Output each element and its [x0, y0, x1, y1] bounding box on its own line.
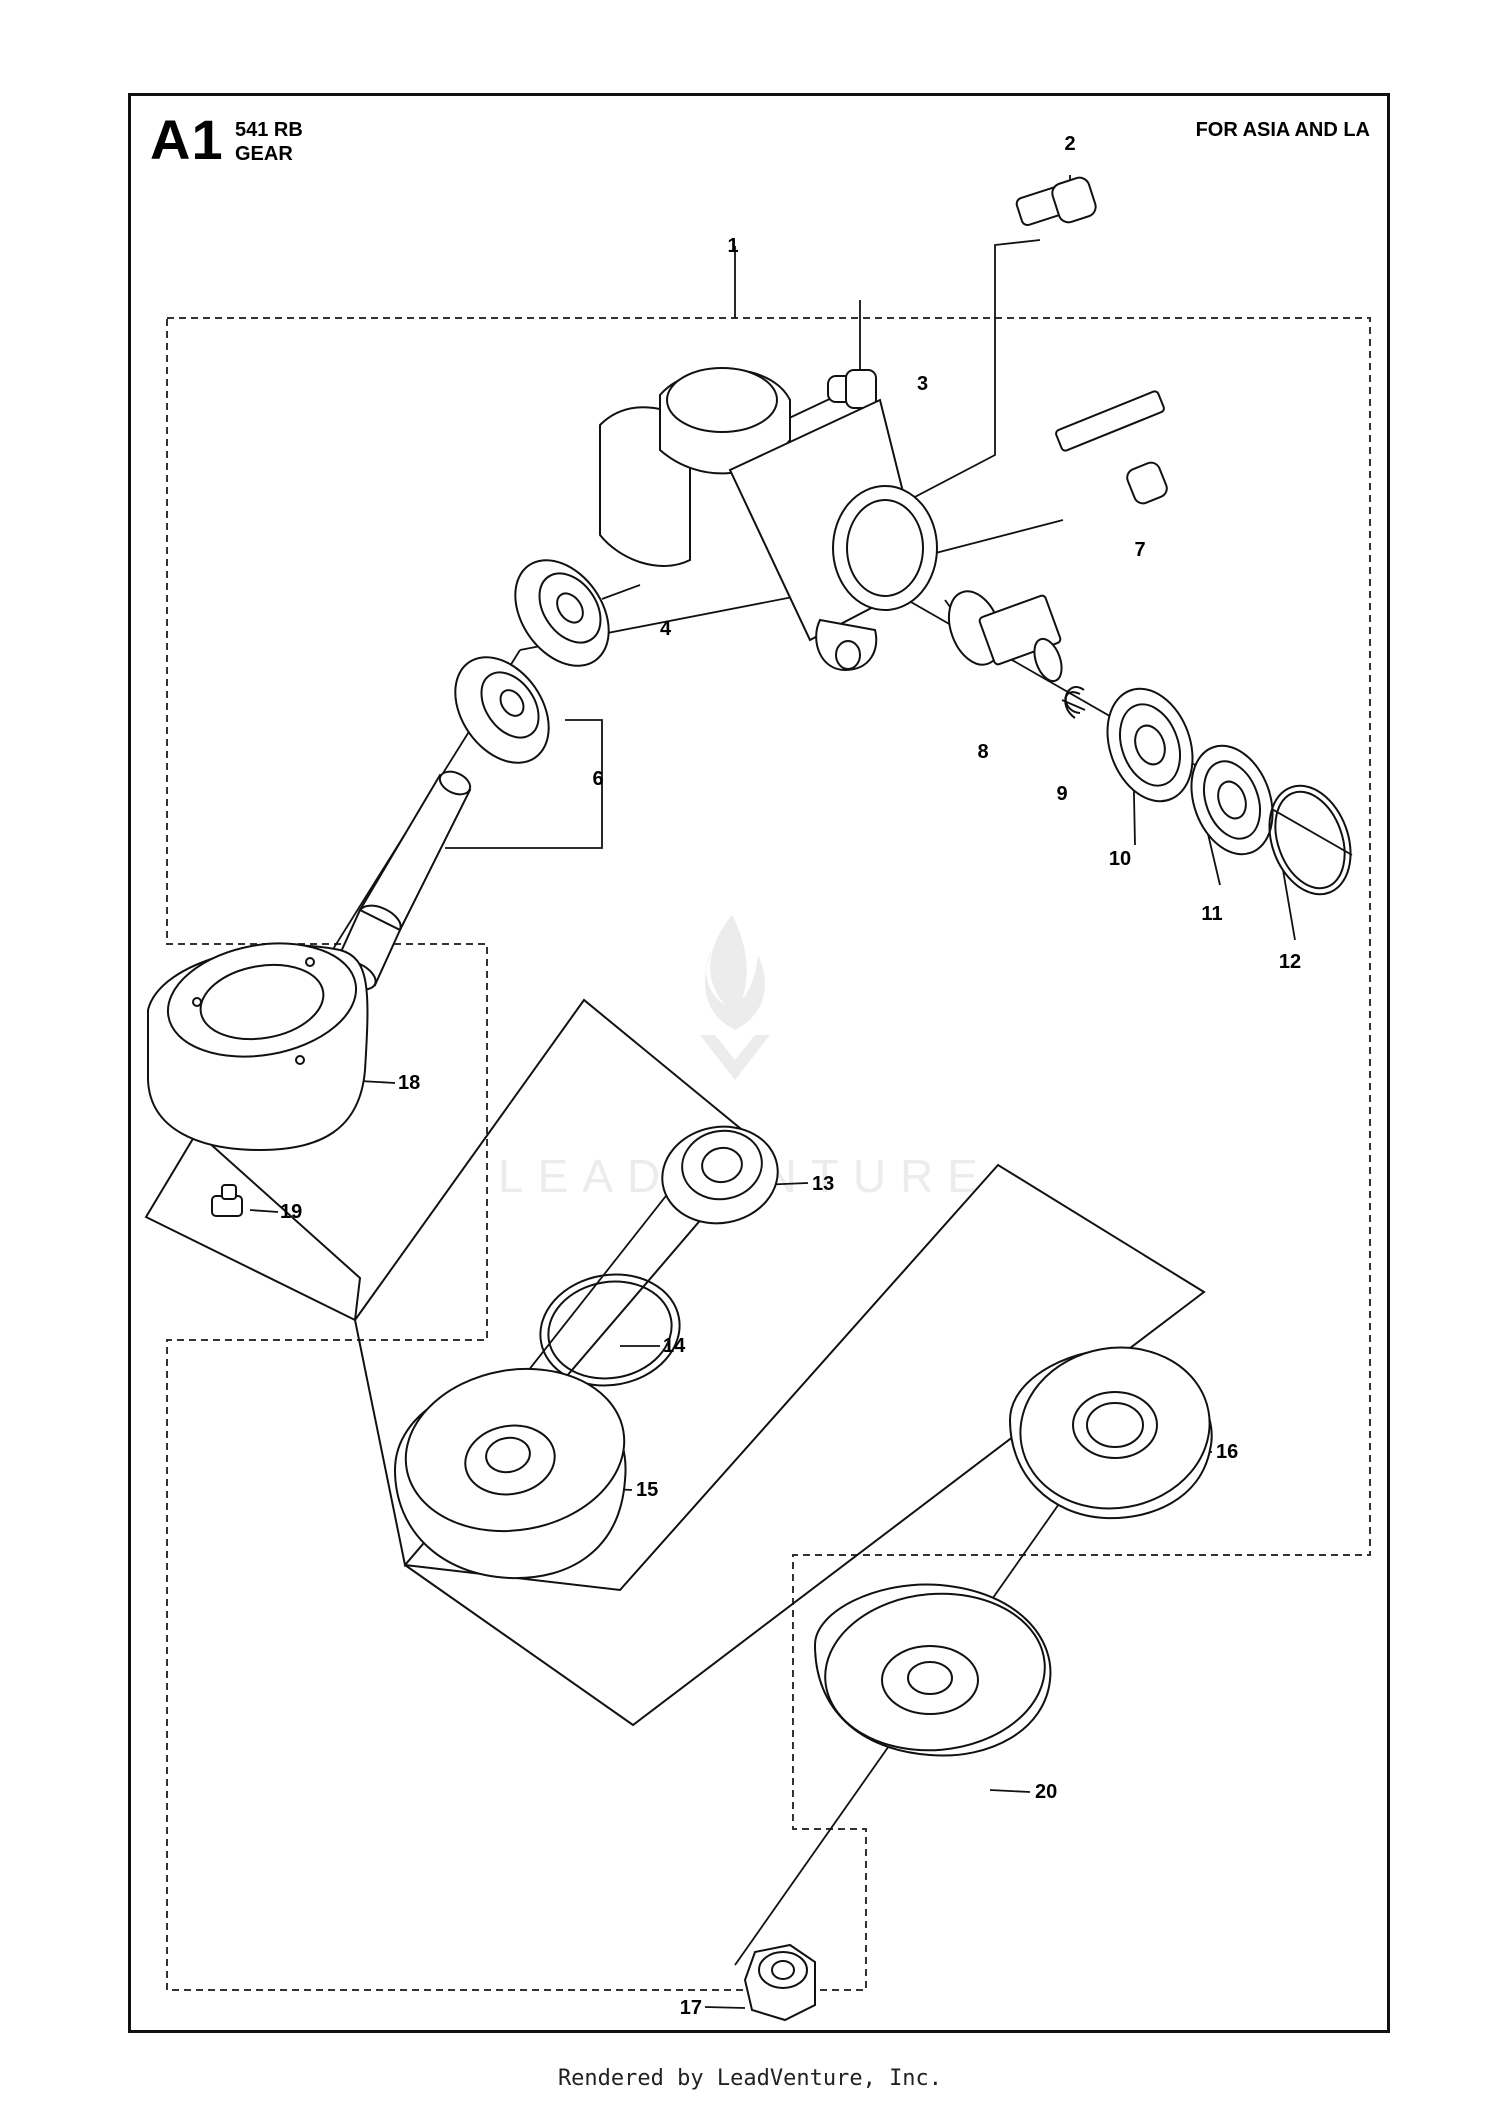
callout-14: 14 [663, 1335, 686, 1357]
callout-labels: 1 2 3 4 6 7 8 9 10 11 12 13 14 15 16 17 … [280, 133, 1301, 2019]
part-4-bearing [514, 559, 610, 667]
callout-4: 4 [660, 618, 672, 640]
part-19-screw [211, 1184, 243, 1217]
footer-credit: Rendered by LeadVenture, Inc. [557, 2066, 943, 2091]
part-17-nut [743, 1943, 816, 2022]
callout-18: 18 [398, 1072, 420, 1094]
callout-12: 12 [1279, 951, 1301, 973]
callout-16: 16 [1216, 1441, 1238, 1463]
callout-19: 19 [280, 1201, 302, 1223]
part-15-housing-cover [393, 1367, 627, 1580]
callout-17: 17 [680, 1997, 702, 2019]
assembly-boundaries [166, 317, 1371, 1991]
callout-1: 1 [727, 235, 738, 257]
callout-7: 7 [1134, 539, 1145, 561]
part-2-screw [1015, 176, 1097, 227]
model-number: 541 RB [235, 119, 303, 141]
parts [147, 176, 1352, 2022]
part-11-bearing [1190, 744, 1274, 856]
callout-2: 2 [1064, 133, 1075, 155]
part-16-flange [1008, 1346, 1213, 1520]
diagram-code: A1 [150, 108, 224, 171]
part-18-cover [147, 942, 369, 1152]
callout-6: 6 [592, 768, 603, 790]
part-20-cup [813, 1583, 1052, 1757]
callout-10: 10 [1109, 848, 1131, 870]
callout-15: 15 [636, 1479, 658, 1501]
callout-11: 11 [1201, 903, 1222, 925]
watermark-flame-icon [705, 915, 765, 1030]
part-3-plug [827, 369, 877, 409]
assembly-name: GEAR [235, 143, 293, 165]
part-13-bearing [661, 1125, 779, 1225]
part-9-clip [1064, 686, 1085, 719]
part-12-circlip [1268, 784, 1352, 896]
callout-9: 9 [1056, 783, 1067, 805]
part-7-bolt [1055, 390, 1168, 505]
gear-housing [599, 367, 938, 672]
part-6-pinion-shaft [333, 656, 550, 991]
region-note: FOR ASIA AND LA [1195, 119, 1370, 141]
callout-3: 3 [917, 373, 928, 395]
part-8-sleeve [947, 590, 1063, 683]
callout-13: 13 [812, 1173, 834, 1195]
part-14-circlip [539, 1273, 681, 1387]
callout-20: 20 [1035, 1781, 1057, 1803]
diagram-frame [128, 93, 1390, 2033]
callout-8: 8 [977, 741, 988, 763]
part-10-bearing [1106, 687, 1194, 803]
